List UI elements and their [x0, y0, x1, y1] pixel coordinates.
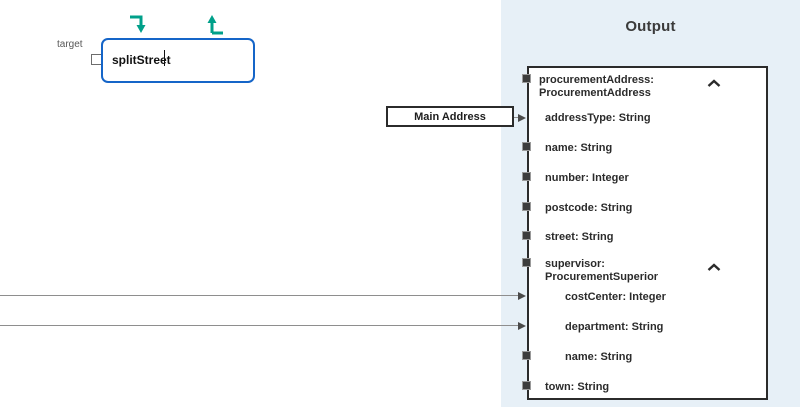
mapping-label-main-address[interactable]: Main Address — [386, 106, 514, 127]
output-row-label[interactable]: street: String — [545, 231, 614, 243]
output-row-label[interactable]: postcode: String — [545, 202, 633, 214]
connection-cost-center-arrowhead — [518, 292, 526, 300]
node-name-input[interactable] — [101, 38, 255, 83]
node-name-value: splitStreet — [112, 53, 171, 67]
output-row-port[interactable] — [522, 202, 531, 211]
output-row-port[interactable] — [522, 258, 531, 267]
chevron-up-icon[interactable] — [707, 79, 721, 89]
connection-department-arrowhead — [518, 322, 526, 330]
output-row-port[interactable] — [522, 231, 531, 240]
output-row-label[interactable]: costCenter: Integer — [565, 291, 666, 303]
chevron-up-icon[interactable] — [707, 263, 721, 273]
output-row-port[interactable] — [522, 74, 531, 83]
move-down-icon[interactable] — [128, 14, 150, 36]
mapping-label-text: Main Address — [414, 110, 486, 123]
move-up-icon[interactable] — [203, 14, 225, 36]
output-row-label[interactable]: procurementAddress: ProcurementAddress — [539, 74, 654, 99]
output-row-port[interactable] — [522, 351, 531, 360]
output-row-label[interactable]: name: String — [545, 142, 613, 154]
connection-address-type[interactable] — [514, 117, 521, 118]
output-row-label[interactable]: supervisor: ProcurementSuperior — [545, 258, 659, 283]
output-structure-box: procurementAddress: ProcurementAddress ad… — [527, 66, 768, 400]
output-row-label[interactable]: department: String — [565, 321, 664, 333]
output-row-port[interactable] — [522, 381, 531, 390]
text-caret — [164, 50, 165, 66]
output-row-port[interactable] — [522, 142, 531, 151]
output-panel-title: Output — [625, 18, 676, 35]
output-row-label[interactable]: town: String — [545, 381, 610, 393]
output-row-label[interactable]: number: Integer — [545, 172, 629, 184]
output-row-label[interactable]: addressType: String — [545, 112, 651, 124]
connection-address-type-arrowhead — [518, 114, 526, 122]
connection-department[interactable] — [0, 325, 521, 326]
output-row-label[interactable]: name: String — [565, 351, 633, 363]
output-row-port[interactable] — [522, 172, 531, 181]
target-label: target — [57, 39, 83, 50]
connection-cost-center[interactable] — [0, 295, 521, 296]
